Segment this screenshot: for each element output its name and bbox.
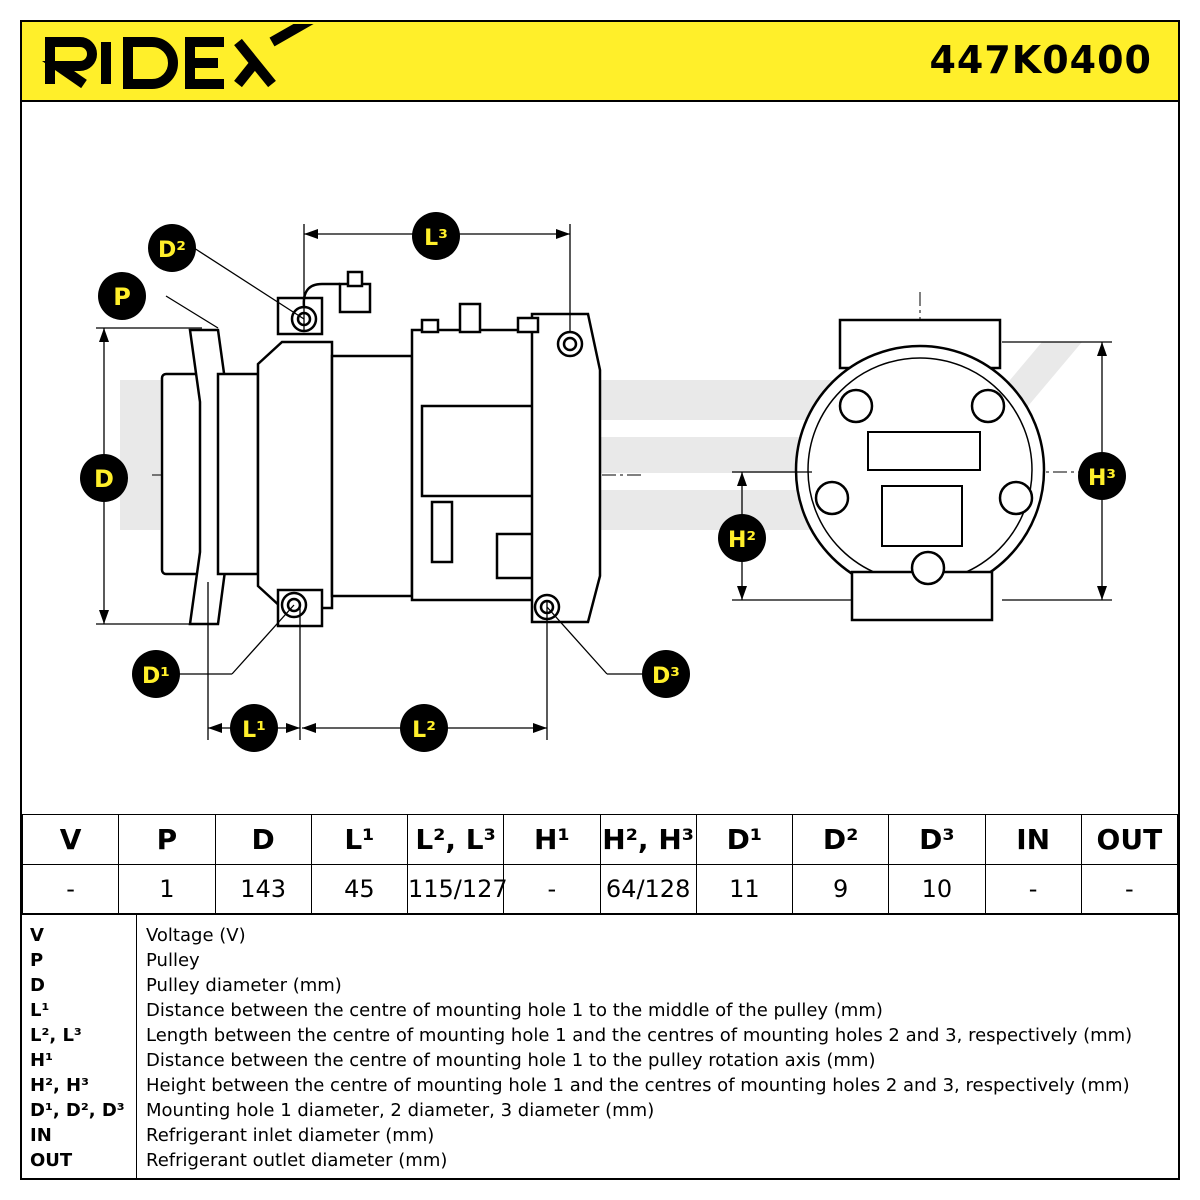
legend-key: H², H³ xyxy=(30,1075,90,1096)
legend-row: IN Refrigerant inlet diameter (mm) xyxy=(22,1125,1178,1150)
spec-table: V P D L¹ L², L³ H¹ H², H³ D¹ D² D³ IN OU… xyxy=(21,814,1179,914)
spec-value-cell: - xyxy=(1080,863,1179,914)
legend-row: P Pulley xyxy=(22,950,1178,975)
spec-value-cell: 10 xyxy=(888,863,986,914)
technical-drawing: P D² L³ D D¹ D³ L¹ L² xyxy=(80,212,1126,752)
legend-desc: Refrigerant outlet diameter (mm) xyxy=(146,1150,448,1171)
legend-key: IN xyxy=(30,1125,52,1146)
spec-value-row: - 1 143 45 115/127 - 64/128 11 9 10 - - xyxy=(21,863,1179,914)
legend-row: D Pulley diameter (mm) xyxy=(22,975,1178,1000)
legend-desc: Height between the centre of mounting ho… xyxy=(146,1075,1130,1096)
spec-header-cell: D xyxy=(214,814,312,865)
svg-text:L¹: L¹ xyxy=(242,718,266,743)
svg-text:P: P xyxy=(113,283,131,311)
spec-header-cell: D³ xyxy=(888,814,986,865)
badge-l3: L³ xyxy=(412,212,460,260)
legend-key: L¹ xyxy=(30,1000,50,1021)
spec-header-cell: D¹ xyxy=(695,814,794,865)
legend-desc: Pulley diameter (mm) xyxy=(146,975,342,996)
badge-l1: L¹ xyxy=(230,704,278,752)
spec-header-cell: H², H³ xyxy=(599,814,697,865)
legend-divider xyxy=(136,915,137,1180)
legend-desc: Pulley xyxy=(146,950,200,971)
legend-desc: Voltage (V) xyxy=(146,925,246,946)
legend-desc: Distance between the centre of mounting … xyxy=(146,1050,876,1071)
dimension-arrows xyxy=(99,229,1107,733)
spec-header-cell: P xyxy=(118,814,216,865)
legend-key: D xyxy=(30,975,45,996)
svg-text:D³: D³ xyxy=(652,664,680,689)
badge-l2: L² xyxy=(400,704,448,752)
legend-desc: Distance between the centre of mounting … xyxy=(146,1000,883,1021)
spec-header-cell: L¹ xyxy=(310,814,409,865)
legend-row: L¹ Distance between the centre of mounti… xyxy=(22,1000,1178,1025)
legend-row: OUT Refrigerant outlet diameter (mm) xyxy=(22,1150,1178,1175)
legend-key: V xyxy=(30,925,44,946)
spec-value-cell: 115/127 xyxy=(406,863,508,914)
ridex-logo xyxy=(41,24,314,89)
spec-value-cell: - xyxy=(984,863,1082,914)
spec-header-cell: D² xyxy=(791,814,890,865)
legend-key: L², L³ xyxy=(30,1025,82,1046)
legend-row: H¹ Distance between the centre of mounti… xyxy=(22,1050,1178,1075)
spec-header-row: V P D L¹ L², L³ H¹ H², H³ D¹ D² D³ IN OU… xyxy=(21,814,1179,865)
compressor-end-view xyxy=(794,318,1046,622)
spec-value-cell: 9 xyxy=(791,863,890,914)
badge-d3: D³ xyxy=(642,650,690,698)
badge-d: D xyxy=(80,454,128,502)
svg-text:H³: H³ xyxy=(1088,466,1116,491)
part-number: 447K0400 xyxy=(929,38,1152,82)
header-bar: 447K0400 xyxy=(22,22,1178,102)
spec-header-cell: IN xyxy=(984,814,1082,865)
spec-value-cell: 64/128 xyxy=(599,863,697,914)
compressor-side-view xyxy=(160,270,602,628)
legend-desc: Refrigerant inlet diameter (mm) xyxy=(146,1125,435,1146)
svg-text:D: D xyxy=(94,465,114,493)
legend-row: H², H³ Height between the centre of moun… xyxy=(22,1075,1178,1100)
legend-key: P xyxy=(30,950,44,971)
legend-desc: Mounting hole 1 diameter, 2 diameter, 3 … xyxy=(146,1100,655,1121)
badge-h3: H³ xyxy=(1078,452,1126,500)
badge-d1: D¹ xyxy=(132,650,180,698)
legend-key: OUT xyxy=(30,1150,73,1171)
svg-text:D¹: D¹ xyxy=(142,664,170,689)
legend-row: V Voltage (V) xyxy=(22,925,1178,950)
legend-key: H¹ xyxy=(30,1050,53,1071)
spec-value-cell: - xyxy=(503,863,601,914)
legend-row: L², L³ Length between the centre of moun… xyxy=(22,1025,1178,1050)
spec-value-cell: - xyxy=(21,863,120,914)
badge-d2: D² xyxy=(148,224,196,272)
legend-row: D¹, D², D³ Mounting hole 1 diameter, 2 d… xyxy=(22,1100,1178,1125)
svg-text:L³: L³ xyxy=(424,226,448,251)
spec-value-cell: 143 xyxy=(214,863,312,914)
spec-value-cell: 11 xyxy=(695,863,794,914)
spec-header-cell: V xyxy=(21,814,120,865)
spec-value-cell: 45 xyxy=(310,863,409,914)
legend-desc: Length between the centre of mounting ho… xyxy=(146,1025,1133,1046)
legend: V Voltage (V) P Pulley D Pulley diameter… xyxy=(22,914,1178,1180)
spec-value-cell: 1 xyxy=(118,863,216,914)
svg-text:H²: H² xyxy=(728,528,756,553)
spec-header-cell: L², L³ xyxy=(406,814,505,865)
spec-header-cell: H¹ xyxy=(503,814,601,865)
svg-text:L²: L² xyxy=(412,718,436,743)
legend-key: D¹, D², D³ xyxy=(30,1100,125,1121)
svg-text:D²: D² xyxy=(158,238,186,263)
spec-sheet: 447K0400 xyxy=(20,20,1180,1180)
badge-p: P xyxy=(98,272,146,320)
spec-header-cell: OUT xyxy=(1080,814,1179,865)
badge-h2: H² xyxy=(718,514,766,562)
